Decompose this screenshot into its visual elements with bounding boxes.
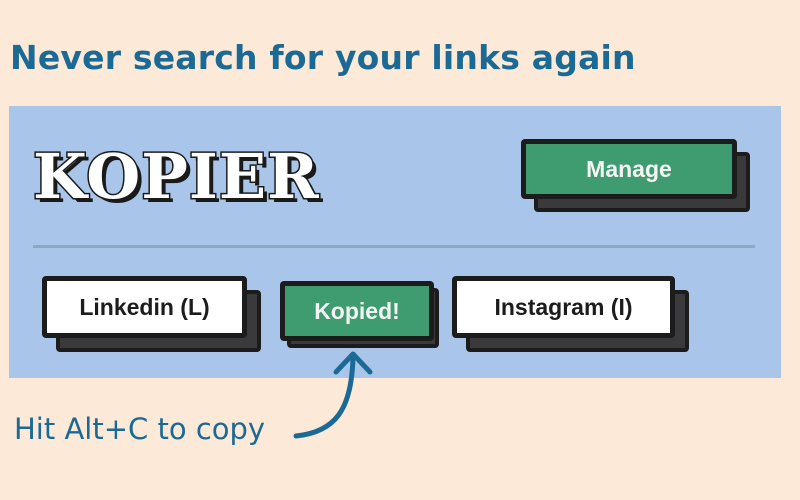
divider — [33, 245, 755, 248]
kopier-logo: KOPIER — [32, 139, 321, 215]
linkedin-link-button[interactable]: Linkedin (L) — [42, 276, 247, 338]
manage-button[interactable]: Manage — [521, 139, 737, 199]
page-heading: Never search for your links again — [10, 38, 636, 77]
hint-text: Hit Alt+C to copy — [14, 412, 266, 446]
kopied-button[interactable]: Kopied! — [280, 281, 434, 341]
instagram-link-button[interactable]: Instagram (I) — [452, 276, 675, 338]
